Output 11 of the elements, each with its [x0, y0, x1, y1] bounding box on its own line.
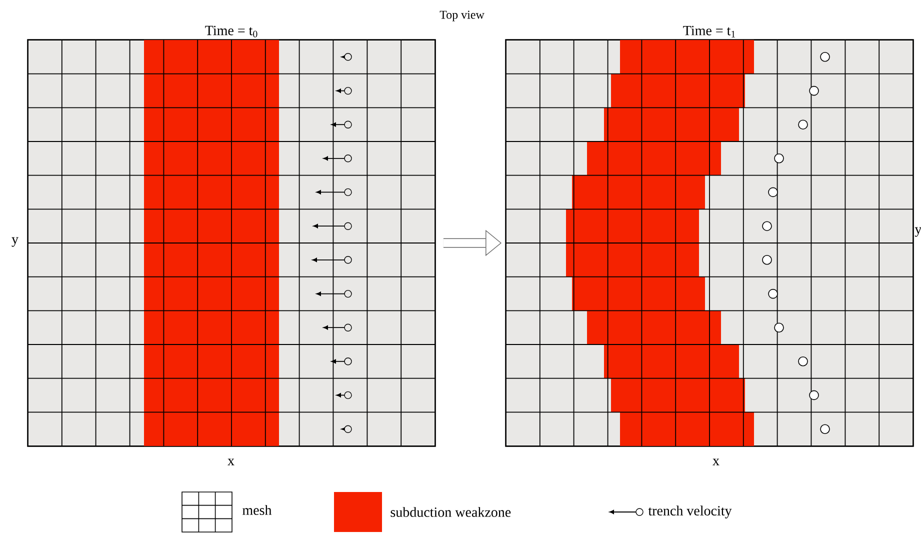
axis-label: x [228, 458, 234, 466]
mesh-grid [27, 39, 436, 447]
mesh-grid [505, 39, 914, 447]
panel-heading: Time = t$_{1}$ [683, 26, 736, 38]
legend-label: subduction weakzone [390, 507, 511, 517]
panel-heading: Time = t$_{0}$ [205, 26, 258, 38]
axis-label: y [12, 237, 18, 247]
legend-label: mesh [242, 505, 272, 515]
axis-label: x [712, 458, 720, 466]
title: Top view [440, 10, 484, 22]
legend-label: trench velocity [648, 506, 732, 518]
